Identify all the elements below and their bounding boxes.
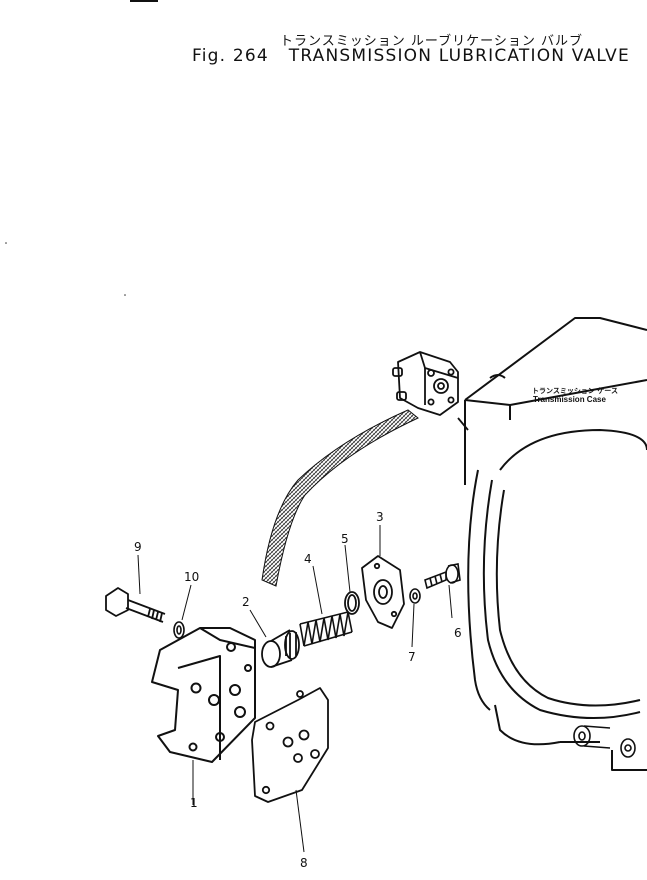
valve-spool-part-2: [261, 629, 300, 668]
gasket-part-8: [251, 687, 329, 803]
figure-title-english: TRANSMISSION LUBRICATION VALVE: [288, 46, 630, 66]
callout-10: 10: [184, 570, 200, 584]
leader-lines: [137, 525, 453, 853]
callout-9: 9: [134, 540, 142, 554]
case-boss: [573, 725, 636, 758]
spring-part-4: [299, 611, 353, 647]
callout-4: 4: [304, 552, 312, 566]
mounted-valve-on-case: [392, 351, 469, 431]
o-ring-part-5: [344, 591, 360, 615]
callout-3: 3: [376, 510, 384, 524]
small-bolt-part-6: [424, 563, 461, 590]
transmission-case: [464, 317, 647, 771]
case-label-japanese: トランスミッション ケース: [532, 387, 618, 395]
valve-body-part-1: [151, 627, 256, 763]
long-bolt-part-9: [105, 587, 166, 623]
washer-part-7: [409, 588, 421, 604]
figure-heading: Fig. 264 TRANSMISSION LUBRICATION VALVE: [192, 46, 630, 66]
lock-washer-part-10: [173, 621, 185, 639]
callout-7: 7: [408, 650, 416, 664]
flange-plate-part-3: [361, 555, 405, 629]
explosion-ribbon: [261, 409, 419, 587]
callout-5: 5: [341, 532, 349, 546]
callout-6: 6: [454, 626, 462, 640]
callout-1: 1: [190, 796, 198, 810]
case-label-english: Transmission Case: [533, 395, 606, 404]
figure-number: Fig. 264: [192, 46, 269, 66]
callout-8: 8: [300, 856, 308, 870]
figure-title-japanese: トランスミッション ルーブリケーション バルブ: [280, 34, 583, 49]
callout-2: 2: [242, 595, 250, 609]
